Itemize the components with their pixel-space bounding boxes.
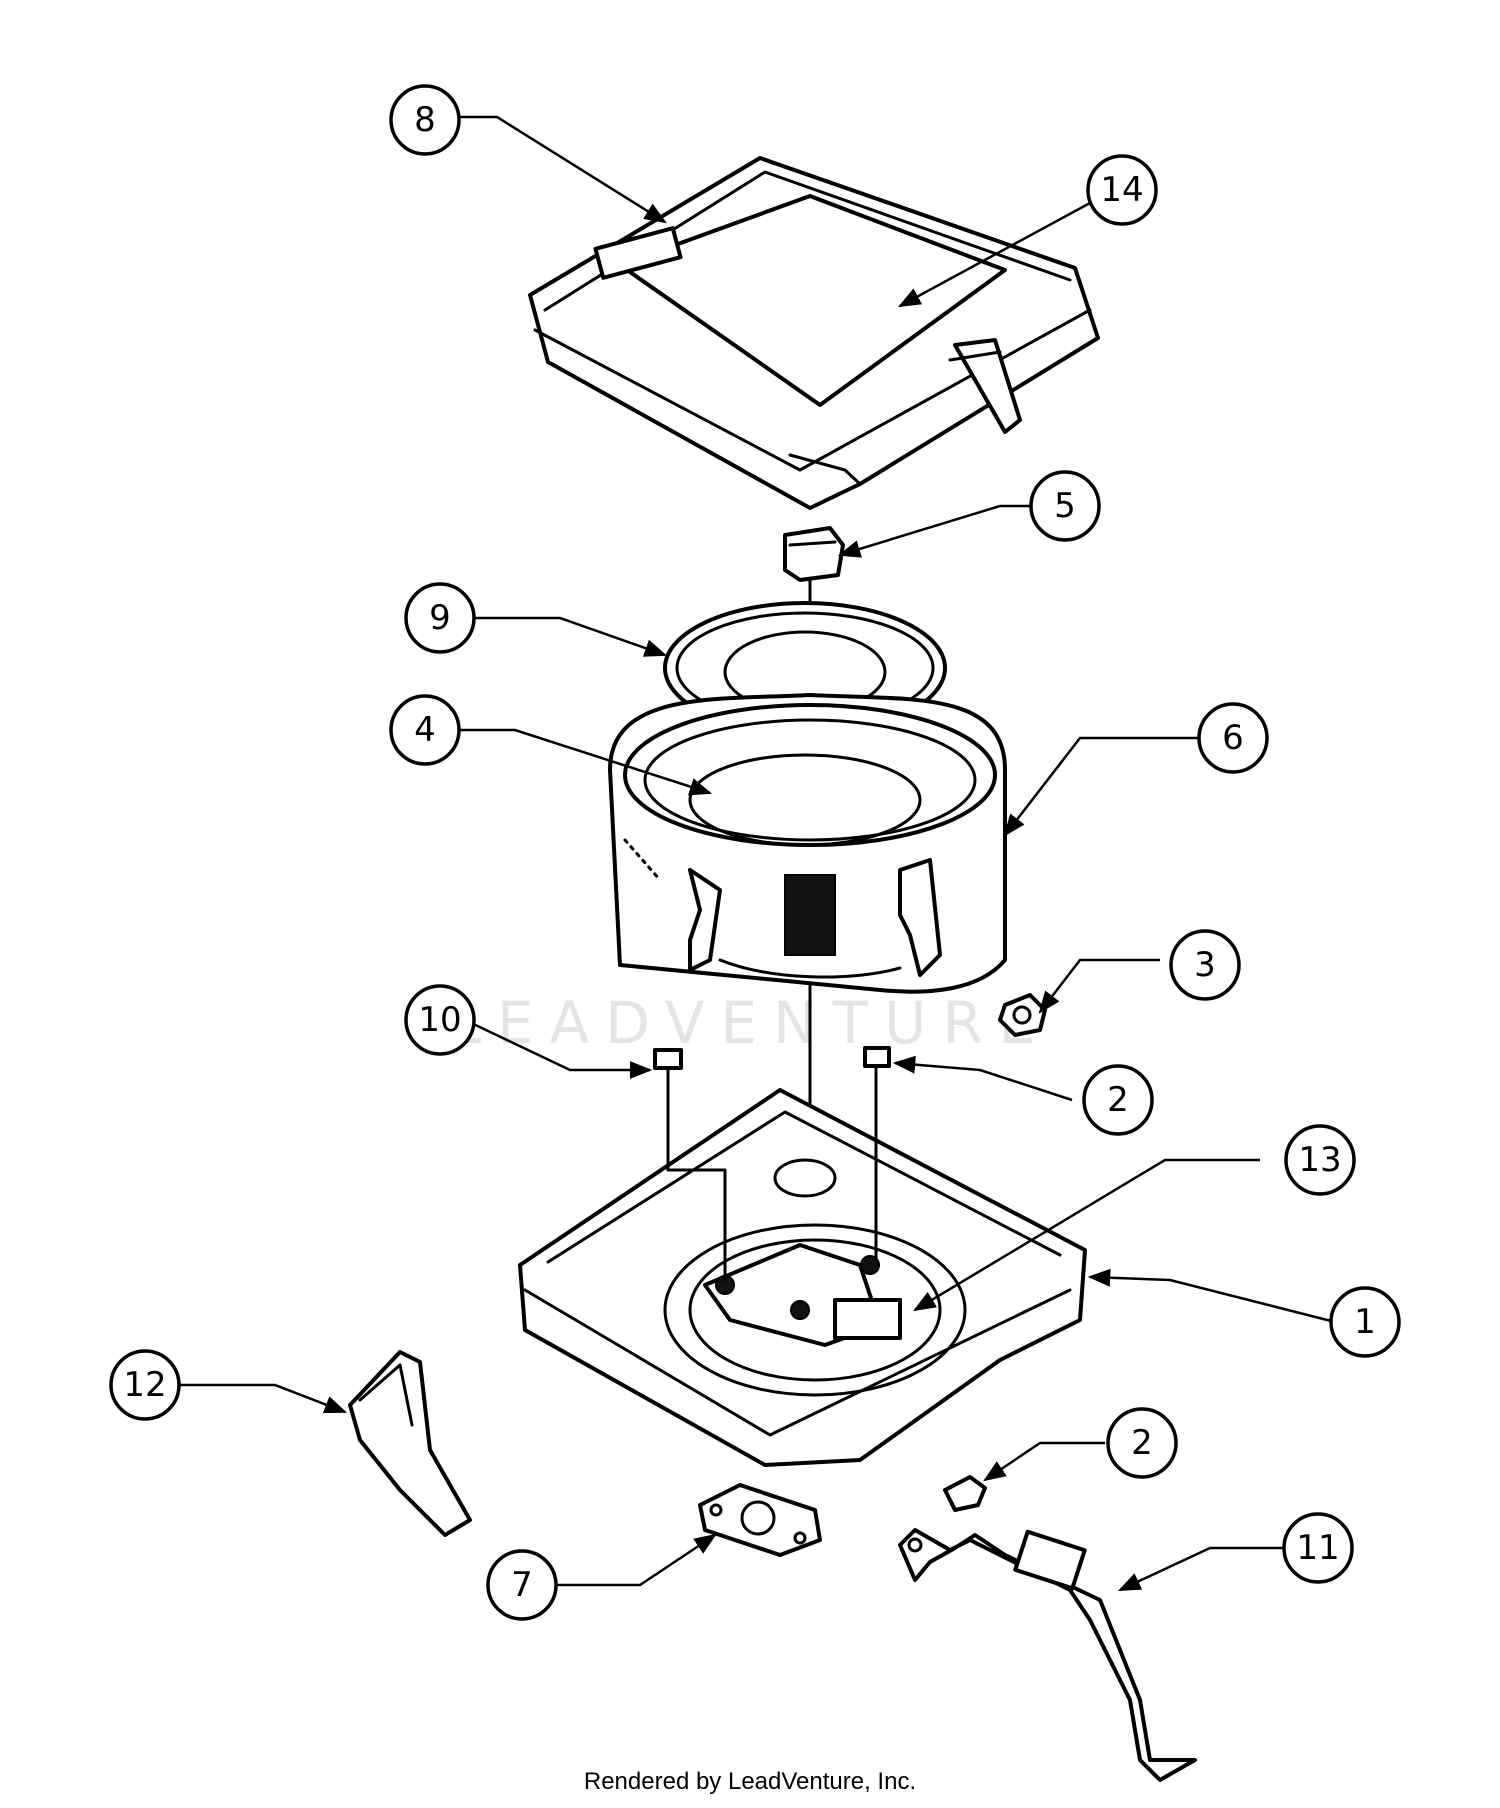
svg-text:5: 5	[1054, 486, 1076, 526]
base-part	[518, 1088, 1087, 1467]
callout-9: 9	[404, 582, 476, 654]
svg-text:14: 14	[1100, 170, 1143, 210]
svg-text:11: 11	[1296, 1528, 1339, 1568]
bolt-2-upper-part	[863, 1046, 891, 1102]
callout-4: 4	[389, 694, 461, 766]
svg-text:9: 9	[429, 598, 451, 638]
callout-14: 14	[1086, 154, 1158, 226]
svg-text:10: 10	[418, 1000, 461, 1040]
callout-6: 6	[1197, 702, 1269, 774]
callout-7: 7	[486, 1549, 558, 1621]
callout-1: 1	[1329, 1286, 1401, 1358]
elbow-part	[348, 1350, 472, 1537]
bracket-part	[898, 1528, 1197, 1782]
svg-text:12: 12	[123, 1365, 166, 1405]
callout-5: 5	[1029, 470, 1101, 542]
bolt-10-part	[653, 1048, 683, 1112]
watermark-text: LEADVENTURE	[449, 989, 1052, 1057]
callout-2-upper: 2	[1082, 1064, 1154, 1136]
callout-10: 10	[404, 984, 476, 1056]
credit-text: Rendered by LeadVenture, Inc.	[583, 1768, 917, 1795]
svg-text:6: 6	[1222, 718, 1244, 758]
gasket-part	[698, 1483, 822, 1557]
svg-text:1: 1	[1354, 1302, 1376, 1342]
callout-2-lower: 2	[1106, 1407, 1178, 1479]
callout-3: 3	[1169, 929, 1241, 1001]
callout-8: 8	[389, 84, 461, 156]
nut-part	[998, 993, 1047, 1037]
svg-text:2: 2	[1131, 1423, 1153, 1463]
svg-text:3: 3	[1194, 945, 1216, 985]
svg-text:13: 13	[1298, 1140, 1341, 1180]
callout-11: 11	[1282, 1512, 1354, 1584]
svg-text:8: 8	[414, 100, 436, 140]
svg-text:2: 2	[1107, 1080, 1129, 1120]
cover-part	[528, 156, 1100, 510]
filter-element-part	[608, 693, 1007, 994]
svg-text:7: 7	[511, 1565, 533, 1605]
leader-lines	[180, 115, 1336, 1592]
svg-text:4: 4	[414, 710, 436, 750]
callout-12: 12	[109, 1349, 181, 1421]
bolt-2-lower-part	[943, 1475, 987, 1512]
knob-part	[783, 526, 845, 582]
callout-13: 13	[1284, 1124, 1356, 1196]
